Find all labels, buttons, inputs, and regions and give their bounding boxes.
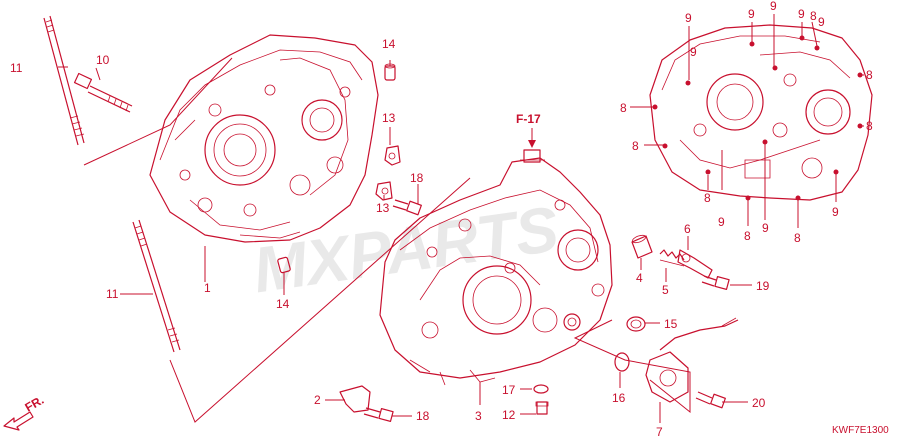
- callout-15: 15: [664, 317, 678, 331]
- callout-18-upper: 18: [410, 171, 424, 185]
- callout-9-f: 9: [718, 215, 725, 229]
- callout-16: 16: [612, 391, 626, 405]
- neutral-switch-7: [645, 317, 739, 403]
- callout-11-upper: 11: [10, 61, 23, 75]
- callout-11-lower: 11: [106, 287, 119, 301]
- left-crankcase-drawing: [149, 34, 379, 243]
- callout-13-lower: 13: [376, 201, 390, 215]
- collar-4: [631, 234, 653, 259]
- clamp-2: [339, 385, 371, 413]
- callout-8-h: 8: [810, 9, 817, 23]
- callout-9-e: 9: [818, 15, 825, 29]
- bolt-20: [695, 391, 726, 409]
- flange-bolt-18-upper: [392, 199, 422, 216]
- callout-9-i: 9: [690, 45, 697, 59]
- callout-13-upper: 13: [382, 111, 396, 125]
- callout-9-b: 9: [748, 7, 755, 21]
- crankcase-bolt-position-view: [649, 24, 873, 201]
- callout-9-c: 9: [770, 0, 777, 13]
- callout-6: 6: [684, 222, 691, 236]
- o-ring-16: [614, 352, 630, 372]
- callout-4: 4: [636, 271, 643, 285]
- callout-5: 5: [662, 283, 669, 297]
- callout-8-d: 8: [632, 139, 639, 153]
- callout-8-e: 8: [704, 191, 711, 205]
- flange-bolt-10: [73, 72, 133, 113]
- stopper-arm-6: [677, 249, 713, 279]
- callout-14-lower: 14: [276, 297, 290, 311]
- leader-lines-left: [58, 57, 471, 423]
- callout-12: 12: [502, 408, 516, 422]
- callout-8-g: 8: [794, 231, 801, 245]
- callout-17: 17: [502, 383, 516, 397]
- callout-8-b: 8: [866, 119, 873, 133]
- reference-label: F-17: [516, 112, 541, 126]
- callout-18-lower: 18: [416, 409, 430, 423]
- callout-3: 3: [475, 409, 482, 423]
- diagram-code: KWF7E1300: [832, 425, 889, 436]
- callout-labels: 1 2 3 4 5 6 7 10 11 11 12 13 13 14 14 15…: [10, 0, 889, 438]
- reference-f17: F-17: [516, 112, 541, 148]
- callout-14-upper: 14: [382, 37, 396, 51]
- dowel-pin-bottom: [277, 256, 291, 274]
- callout-9-d: 9: [798, 7, 805, 21]
- leader-lines-right-view: [630, 14, 864, 228]
- callout-7: 7: [656, 425, 663, 438]
- drain-bolt-12: [535, 401, 549, 415]
- callout-8-a: 8: [866, 68, 873, 82]
- callout-9-a: 9: [685, 11, 692, 25]
- front-label: FR.: [23, 393, 47, 415]
- callout-8-f: 8: [744, 229, 751, 243]
- right-crankcase-drawing: [379, 149, 613, 386]
- callout-9-h: 9: [832, 205, 839, 219]
- callout-2: 2: [314, 393, 321, 407]
- setting-plate-13: [375, 145, 401, 201]
- stud-bolt-lower: [132, 219, 181, 353]
- washer-17: [533, 384, 549, 394]
- spring-5: [659, 249, 685, 267]
- callout-10: 10: [96, 53, 110, 67]
- leader-lines-middle: [325, 236, 752, 423]
- callout-9-g: 9: [762, 221, 769, 235]
- callout-8-c: 8: [620, 101, 627, 115]
- callout-20: 20: [752, 396, 766, 410]
- front-direction-arrow: FR.: [3, 393, 47, 431]
- dowel-pin-top: [384, 63, 396, 81]
- oil-seal-15: [626, 316, 646, 332]
- callout-1: 1: [204, 281, 211, 295]
- stud-bolt-upper: [43, 15, 85, 146]
- callout-19: 19: [756, 279, 770, 293]
- bolt-19: [701, 275, 730, 290]
- bolt-18-lower: [363, 407, 394, 422]
